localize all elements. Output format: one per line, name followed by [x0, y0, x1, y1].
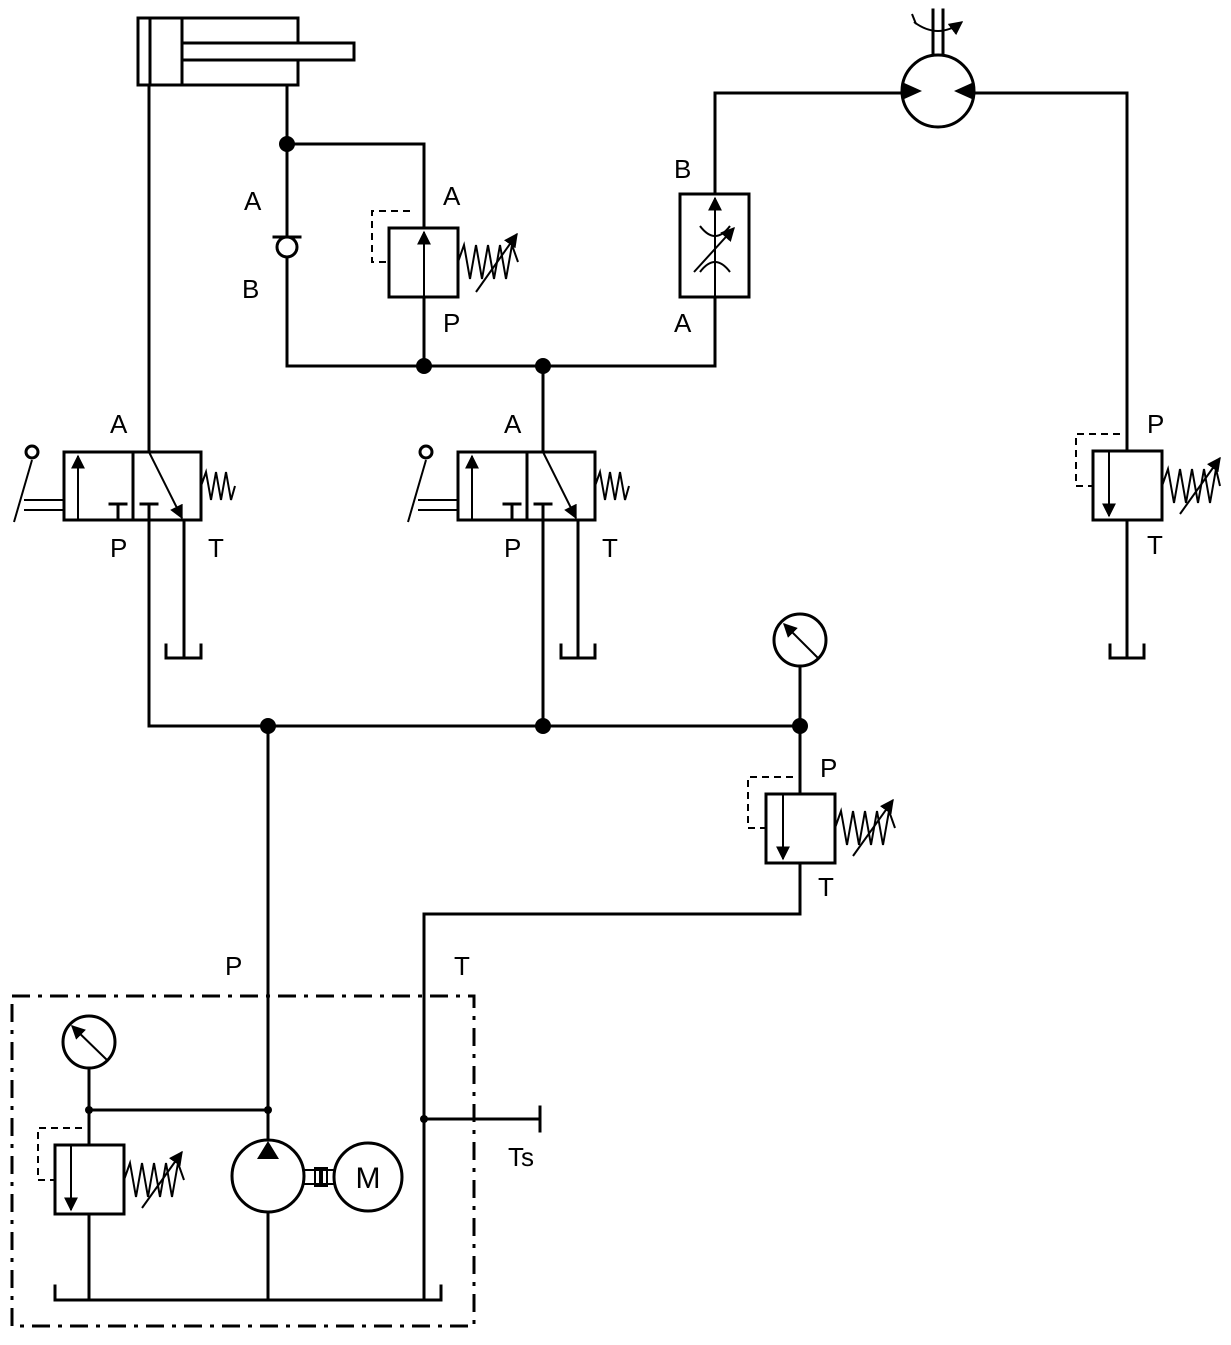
- directional-valve-left-label-a: A: [110, 409, 128, 439]
- check-valve-label-a: A: [244, 186, 262, 216]
- hydraulic-pump: [230, 1138, 306, 1214]
- directional-valve-right-label-t: T: [602, 533, 618, 563]
- check-valve: A B: [242, 186, 302, 304]
- relief-valve-pump: [37, 1127, 185, 1216]
- check-valve-label-b: B: [242, 274, 259, 304]
- electric-motor: M: [332, 1141, 404, 1213]
- relief-valve-system-label-p: P: [820, 753, 837, 783]
- relief-valve-cylinder: A P: [371, 181, 519, 338]
- relief-valve-cylinder-label-p: P: [443, 308, 460, 338]
- electric-motor-label: M: [356, 1162, 381, 1195]
- junction-dots: [85, 136, 808, 1123]
- hydraulic-lines: [87, 83, 1129, 1302]
- relief-valve-cylinder-label-a: A: [443, 181, 461, 211]
- power-unit-port-ts: Ts: [508, 1142, 534, 1172]
- relief-valve-system: P T: [747, 753, 896, 902]
- throttle-valve: B A: [674, 154, 751, 338]
- relief-valve-system-label-t: T: [818, 872, 834, 902]
- throttle-valve-label-a: A: [674, 308, 692, 338]
- relief-valve-motor: P T: [1075, 409, 1221, 660]
- directional-valve-left: A P T: [13, 409, 236, 660]
- relief-valve-motor-label-t: T: [1147, 530, 1163, 560]
- pressure-gauge-system: [772, 612, 828, 668]
- throttle-valve-label-b: B: [674, 154, 691, 184]
- directional-valve-right-label-a: A: [504, 409, 522, 439]
- relief-valve-motor-label-p: P: [1147, 409, 1164, 439]
- reservoir: [53, 1284, 443, 1302]
- directional-valve-left-label-p: P: [110, 533, 127, 563]
- hydraulic-motor: [900, 8, 976, 129]
- directional-valve-right: A P T: [407, 409, 630, 660]
- power-unit-port-p: P: [225, 951, 242, 981]
- directional-valve-left-label-t: T: [208, 533, 224, 563]
- pressure-gauge-pump: [61, 1014, 117, 1070]
- pump-motor-coupling: [304, 1167, 336, 1187]
- power-unit-port-t: T: [454, 951, 470, 981]
- directional-valve-right-label-p: P: [504, 533, 521, 563]
- power-unit: P T Ts M: [10, 951, 534, 1328]
- double-acting-cylinder: [136, 16, 356, 87]
